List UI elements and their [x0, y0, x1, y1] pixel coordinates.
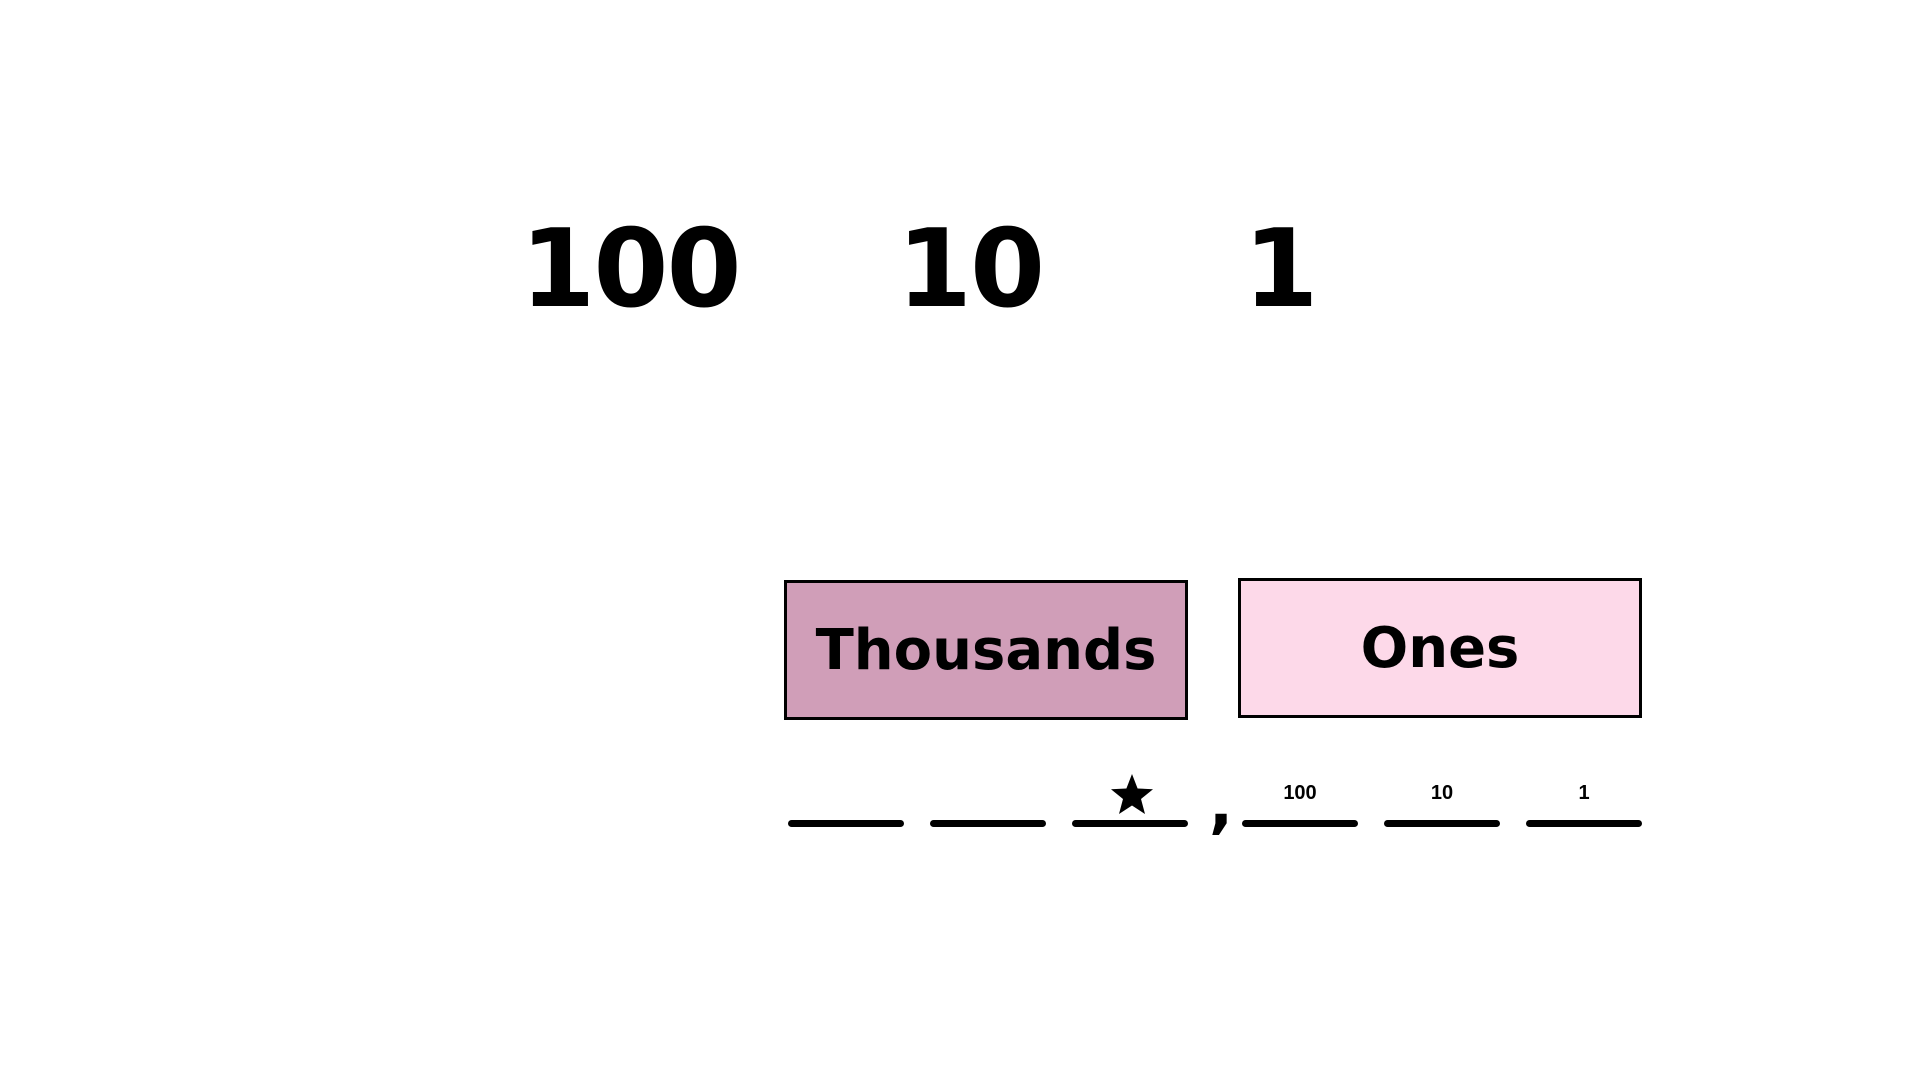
blank-label-ones: 1	[1578, 782, 1590, 804]
digit-blank-hundred-thousands	[788, 820, 904, 827]
thousands-separator: ,	[1208, 768, 1234, 842]
ones-period-label: Ones	[1360, 615, 1520, 681]
blank-label-tens: 10	[1430, 782, 1454, 804]
thousands-period-box: Thousands	[784, 580, 1188, 720]
digit-blank-ones	[1526, 820, 1642, 827]
place-value-ones: 1	[1243, 207, 1318, 332]
place-value-tens: 10	[896, 207, 1045, 332]
digit-blank-hundreds	[1242, 820, 1358, 827]
digit-blank-tens	[1384, 820, 1500, 827]
thousands-period-label: Thousands	[815, 617, 1157, 683]
blank-label-hundreds: 100	[1283, 782, 1317, 804]
ones-period-box: Ones	[1238, 578, 1642, 718]
star-icon	[1111, 774, 1153, 814]
place-value-hundreds: 100	[520, 207, 741, 332]
digit-blank-thousands	[1072, 820, 1188, 827]
digit-blank-ten-thousands	[930, 820, 1046, 827]
